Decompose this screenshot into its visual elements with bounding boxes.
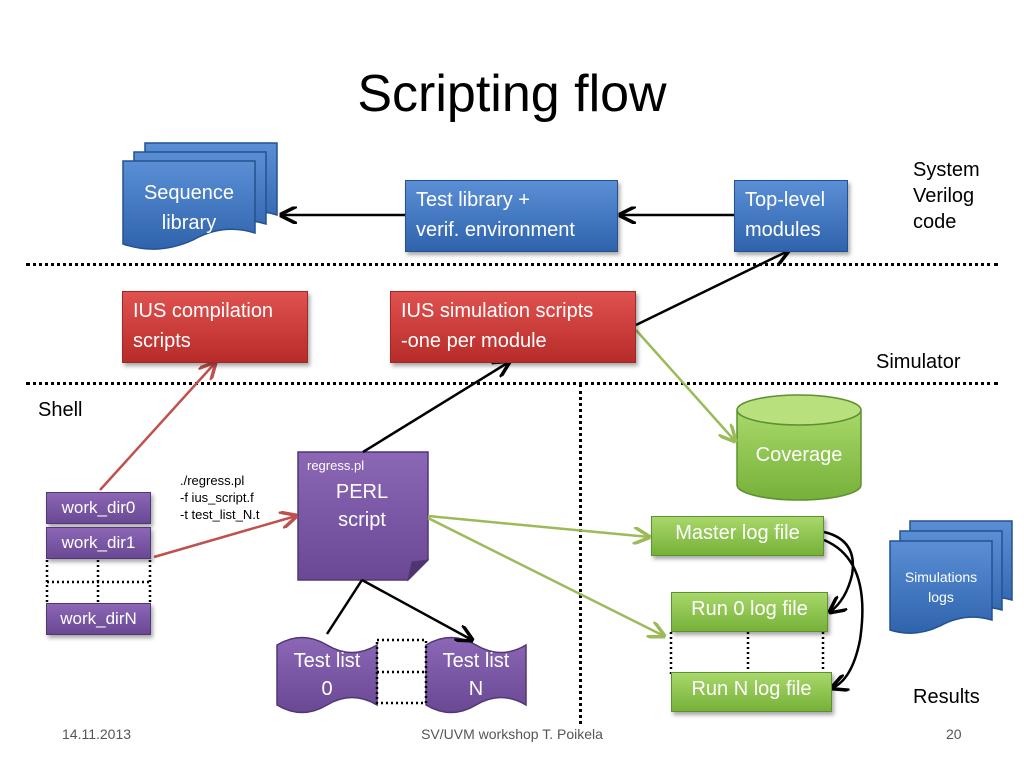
zone-label-results: Results <box>913 686 980 708</box>
top-level-modules-block: Top-level modules <box>734 180 848 252</box>
work-dir-n: work_dirN <box>46 603 151 635</box>
test-list-n-label: Test list N <box>442 650 510 700</box>
master-log-file-block: Master log file <box>651 516 824 556</box>
separator-sv-simulator <box>26 263 998 266</box>
perl-script-label: PERL script <box>335 481 389 531</box>
footer-presenter: SV/UVM workshop T. Poikela <box>421 726 603 742</box>
ius-simulation-scripts-block: IUS simulation scripts -one per module <box>390 291 636 363</box>
ius-compilation-scripts-block: IUS compilation scripts <box>122 291 308 363</box>
footer-date: 14.11.2013 <box>62 726 132 742</box>
slide-title: Scripting flow <box>357 65 667 123</box>
separator-shell-results <box>579 384 582 724</box>
simulation-logs-stack-icon <box>889 520 1013 634</box>
zone-label-system-verilog: System Verilog code <box>913 159 980 233</box>
test-list-0-tape-icon <box>276 636 378 714</box>
run-0-log-file-block: Run 0 log file <box>671 592 828 632</box>
regress-command-text: ./regress.pl -f ius_script.f -t test_lis… <box>180 473 260 522</box>
sequence-library-stack-icon <box>122 142 278 250</box>
coverage-cylinder-icon <box>736 394 862 501</box>
work-dir-1: work_dir1 <box>46 527 151 559</box>
run-n-log-file-block: Run N log file <box>671 672 832 712</box>
work-dir-0: work_dir0 <box>46 492 151 524</box>
test-list-0-label: Test list 0 <box>293 650 361 700</box>
sequence-library-label: Sequence library <box>143 182 235 234</box>
simulation-logs-label: Simulations logs <box>904 569 978 605</box>
zone-label-simulator: Simulator <box>876 351 961 373</box>
separator-simulator-shell <box>26 382 998 385</box>
zone-label-shell: Shell <box>38 399 83 421</box>
footer-page-number: 20 <box>946 726 962 742</box>
coverage-label: Coverage <box>755 444 843 466</box>
test-library-block: Test library + verif. environment <box>405 180 618 252</box>
perl-script-tag: regress.pl <box>307 458 365 473</box>
